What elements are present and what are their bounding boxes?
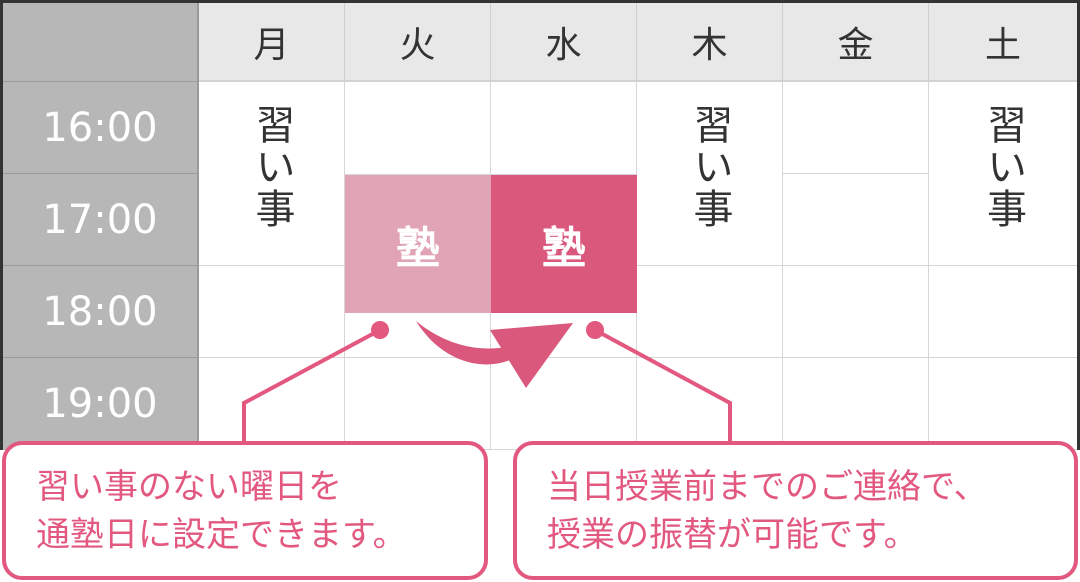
arrow-head-icon (490, 323, 573, 388)
activity-label: 習い事 (686, 104, 733, 230)
activity-thu: 習い事 (637, 82, 783, 266)
time-1900: 19:00 (3, 358, 199, 450)
callout-left-line1: 習い事のない曜日を (36, 467, 342, 507)
juku-block-transferred: 塾 (491, 175, 637, 313)
day-header-thu: 木 (637, 3, 783, 82)
activity-sat: 習い事 (929, 82, 1077, 266)
activity-label: 習い事 (980, 104, 1026, 230)
callout-left: 習い事のない曜日を 通塾日に設定できます。 (2, 441, 488, 580)
juku-label: 塾 (396, 223, 440, 274)
leader-line-left (242, 328, 381, 444)
time-1800: 18:00 (3, 266, 199, 358)
time-1700: 17:00 (3, 174, 199, 266)
grid-cell (783, 174, 929, 266)
grid-cell (929, 266, 1077, 358)
day-header-fri: 金 (783, 3, 929, 82)
grid-cell (199, 266, 345, 358)
grid-cell (491, 82, 637, 175)
grid-cell (491, 358, 637, 450)
leader-line-right (594, 328, 732, 444)
time-label: 16:00 (42, 104, 158, 151)
activity-mon: 習い事 (199, 82, 345, 266)
day-header-mon: 月 (199, 3, 345, 82)
time-label: 19:00 (42, 381, 158, 427)
time-label: 18:00 (42, 288, 158, 335)
juku-block-original: 塾 (345, 175, 491, 313)
time-1600: 16:00 (3, 82, 199, 174)
day-header-sat: 土 (929, 3, 1077, 82)
day-label: 火 (399, 24, 436, 66)
day-header-wed: 水 (491, 3, 637, 82)
grid-cell (345, 82, 491, 175)
callout-right-line1: 当日授業前までのご連絡で、 (547, 467, 988, 507)
callout-right-line2: 授業の振替が可能です。 (547, 515, 918, 555)
day-label: 木 (691, 24, 728, 66)
juku-label: 塾 (542, 223, 586, 274)
corner-cell (3, 3, 199, 82)
grid-cell (783, 266, 929, 358)
grid-cell (199, 358, 345, 450)
grid-cell (637, 358, 783, 450)
grid-cell (783, 358, 929, 450)
grid-cell (929, 358, 1077, 450)
schedule-frame (0, 0, 1080, 450)
time-label: 17:00 (42, 196, 158, 243)
callout-right: 当日授業前までのご連絡で、 授業の振替が可能です。 (513, 441, 1078, 580)
callout-left-line2: 通塾日に設定できます。 (36, 515, 407, 555)
activity-label: 習い事 (248, 104, 295, 230)
day-header-tue: 火 (345, 3, 491, 82)
day-label: 金 (837, 24, 874, 66)
day-label: 土 (984, 24, 1021, 66)
transfer-arrow-icon (416, 321, 510, 365)
day-label: 月 (253, 24, 290, 66)
grid-cell (637, 266, 783, 358)
grid-cell (783, 82, 929, 174)
day-label: 水 (545, 24, 582, 66)
